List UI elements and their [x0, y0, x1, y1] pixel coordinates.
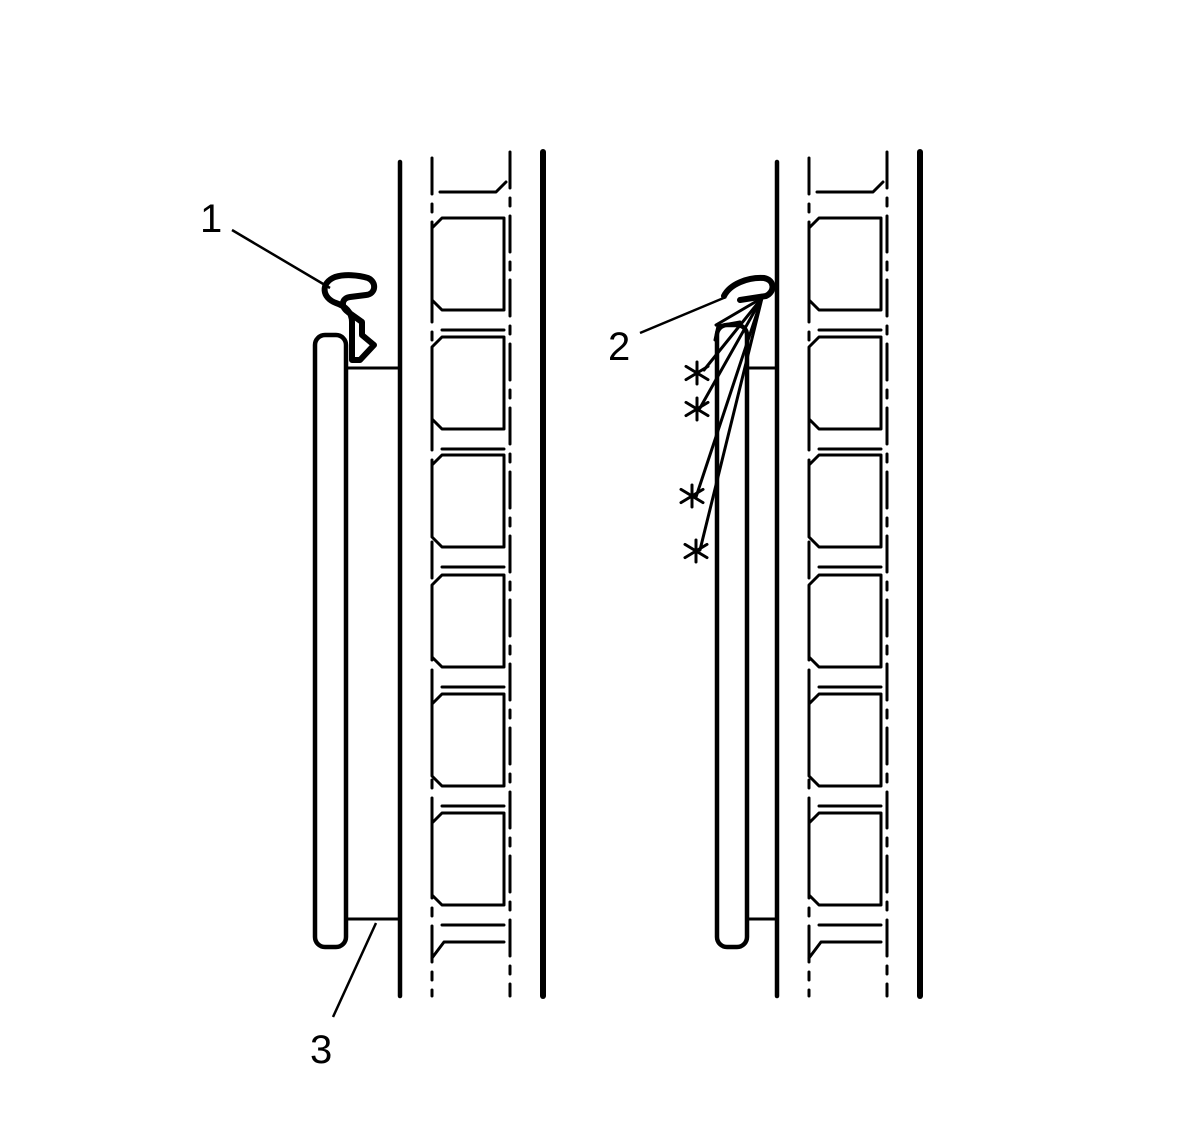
right-ladder	[807, 150, 889, 998]
ladder-window	[430, 453, 506, 549]
retainer-pad-right	[745, 366, 779, 921]
ladder-window	[430, 216, 506, 312]
callout-3-label: 3	[310, 1028, 332, 1072]
ladder-window-top	[438, 180, 508, 194]
motion-marker	[683, 538, 709, 564]
ladder-window	[807, 335, 883, 431]
ladder-window	[807, 692, 883, 788]
ladder-window	[807, 453, 883, 549]
ladder-window	[807, 573, 883, 669]
ladder-window-bottom	[430, 940, 506, 960]
pry-tool-lines	[694, 296, 764, 552]
callout-2-leader	[639, 295, 727, 335]
callout-3-leader	[331, 922, 378, 1018]
motion-markers	[679, 360, 710, 564]
callout-1-label: 1	[200, 197, 222, 241]
ladder-window	[430, 692, 506, 788]
retainer-pad	[344, 366, 402, 921]
clip-base	[713, 320, 742, 342]
trim-panel	[312, 332, 349, 950]
trim-panel-pried	[714, 322, 750, 950]
ladder-window	[430, 573, 506, 669]
ladder-window	[430, 335, 506, 431]
clip-being-released	[721, 274, 776, 303]
motion-marker	[684, 396, 710, 422]
left-view: 1 3	[200, 149, 546, 1072]
ladder-window	[430, 811, 506, 907]
left-ladder	[430, 150, 512, 998]
ladder-window	[807, 811, 883, 907]
ladder-window-bottom	[807, 940, 883, 960]
ladder-window	[807, 216, 883, 312]
callout-1-leader	[231, 228, 331, 290]
callout-2-label: 2	[608, 325, 630, 369]
motion-marker	[684, 360, 710, 386]
right-view: 2	[608, 149, 923, 999]
motion-marker	[679, 483, 705, 509]
retaining-clip	[321, 272, 378, 363]
ladder-window-top	[815, 180, 885, 194]
